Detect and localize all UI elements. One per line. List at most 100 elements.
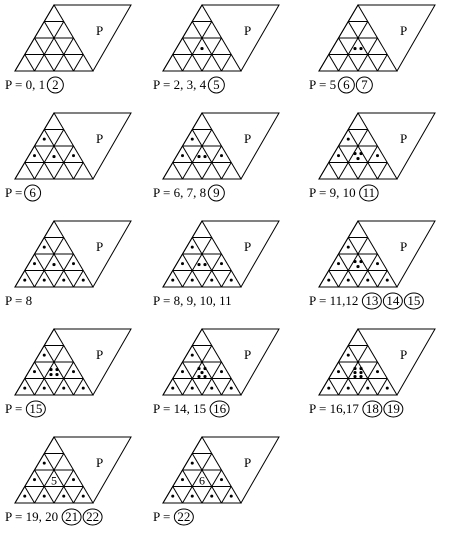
dot [190, 278, 194, 282]
circled-number: 16 [213, 401, 227, 416]
center-dot [353, 151, 357, 156]
dot [229, 386, 233, 390]
grid-line [73, 162, 84, 180]
dot [42, 494, 46, 498]
grid-line [43, 453, 74, 504]
center-dot [203, 374, 207, 379]
grid-line [191, 129, 222, 180]
region-label: P [96, 239, 103, 254]
dot [337, 154, 340, 158]
center-dot [55, 367, 59, 372]
grid-line [191, 345, 222, 396]
dot [327, 278, 331, 282]
center-dot [359, 259, 363, 264]
center-dot [52, 154, 56, 159]
dot [190, 461, 194, 465]
circled-number: 21 [65, 509, 78, 524]
dot [376, 154, 379, 158]
grid-line [73, 270, 84, 288]
grid-line [221, 54, 232, 72]
region-label: P [400, 239, 407, 254]
circled-number: 18 [366, 401, 379, 416]
region-label: P [96, 455, 103, 470]
center-dot [55, 372, 59, 377]
dot [337, 262, 340, 266]
grid-line [191, 453, 222, 504]
caption-text: P = 8 [5, 293, 32, 308]
caption-text: P = 0, 1 [5, 77, 45, 92]
grid-line [43, 21, 74, 72]
center-dot [353, 259, 357, 264]
center-dot [359, 370, 363, 375]
grid-line [182, 453, 213, 504]
circled-number: 15 [407, 293, 420, 308]
region-label: P [400, 131, 407, 146]
circled-number: 11 [363, 185, 376, 200]
center-dot [197, 154, 201, 159]
grid-line [34, 345, 65, 396]
dot [366, 278, 370, 282]
grid-line [377, 162, 388, 180]
grid-line [34, 21, 65, 72]
dot [81, 278, 85, 282]
circle-outline [359, 184, 379, 202]
dot [385, 278, 389, 282]
circled-number: 22 [177, 509, 190, 524]
dot [33, 262, 36, 266]
dot [23, 494, 27, 498]
caption-text: P = 8, 9, 10, 11 [153, 293, 232, 308]
center-dot [359, 151, 363, 156]
caption-text: P = 16,17 [309, 401, 359, 416]
circle-outline [207, 76, 225, 94]
circle-outline [209, 400, 230, 418]
grid-line [73, 486, 84, 504]
grid-line [221, 486, 232, 504]
dot [171, 386, 175, 390]
circle-outline [46, 76, 64, 94]
circled-number: 22 [86, 509, 99, 524]
dot [33, 370, 36, 374]
center-dot [353, 46, 357, 51]
dot [23, 386, 27, 390]
caption-text: P = [5, 401, 22, 416]
grid-line [221, 270, 232, 288]
dot [190, 353, 194, 357]
dot [346, 278, 350, 282]
circle-outline [207, 184, 225, 202]
grid-line [24, 270, 35, 288]
grid-line [43, 237, 74, 288]
grid-line [328, 54, 339, 72]
center-dot [52, 262, 56, 267]
dot [42, 278, 46, 282]
circle-outline [25, 400, 46, 418]
dot [72, 262, 75, 266]
caption-text: P = 19, 20 [5, 509, 58, 524]
grid-line [24, 54, 35, 72]
grid-line [43, 345, 74, 396]
grid-line [34, 453, 65, 504]
grid-line [182, 237, 213, 288]
grid-line [347, 129, 378, 180]
circled-number: 7 [361, 77, 368, 92]
circle-outline [383, 400, 404, 418]
dot [181, 478, 184, 482]
dot [376, 370, 379, 374]
dot [62, 494, 66, 498]
center-dot [359, 366, 363, 371]
grid-line [328, 270, 339, 288]
grid-line [347, 345, 378, 396]
dot [171, 494, 175, 498]
dot [346, 245, 350, 249]
grid-line [172, 54, 183, 72]
circle-outline [82, 508, 103, 526]
dot [181, 370, 184, 374]
center-dot [203, 262, 207, 267]
grid-line [182, 129, 213, 180]
grid-line [338, 345, 369, 396]
caption-text: P = 5 [309, 77, 336, 92]
dot [181, 262, 184, 266]
grid-line [221, 378, 232, 396]
grid-line [347, 21, 378, 72]
center-dot [353, 370, 357, 375]
